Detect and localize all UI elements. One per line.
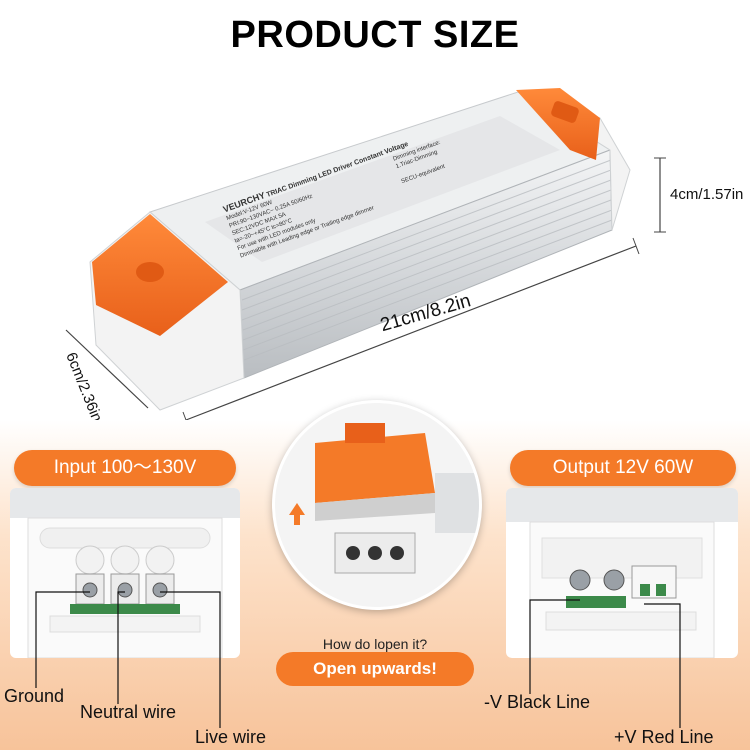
live-wire-label: Live wire <box>195 727 267 747</box>
black-line-label: -V Black Line <box>484 692 591 712</box>
red-line-label: +V Red Line <box>614 727 714 747</box>
output-label-badge: Output 12V 60W <box>510 450 736 486</box>
open-upwards-badge: Open upwards! <box>276 652 474 686</box>
product-illustration <box>65 88 666 429</box>
input-terminal-panel <box>10 488 240 658</box>
input-terminal-illustration <box>10 488 240 658</box>
output-terminal-illustration <box>506 488 738 658</box>
ground-label: Ground <box>4 686 65 706</box>
open-detail-circle <box>272 400 482 610</box>
open-detail-illustration <box>275 403 479 607</box>
height-dimension: 4cm/1.57in <box>670 186 744 203</box>
neutral-wire-label: Neutral wire <box>80 702 177 722</box>
open-question: How do lopen it? <box>322 636 428 652</box>
page-title: PRODUCT SIZE <box>230 14 520 56</box>
output-terminal-panel <box>506 488 738 658</box>
input-label-badge: Input 100〜130V <box>14 450 236 486</box>
